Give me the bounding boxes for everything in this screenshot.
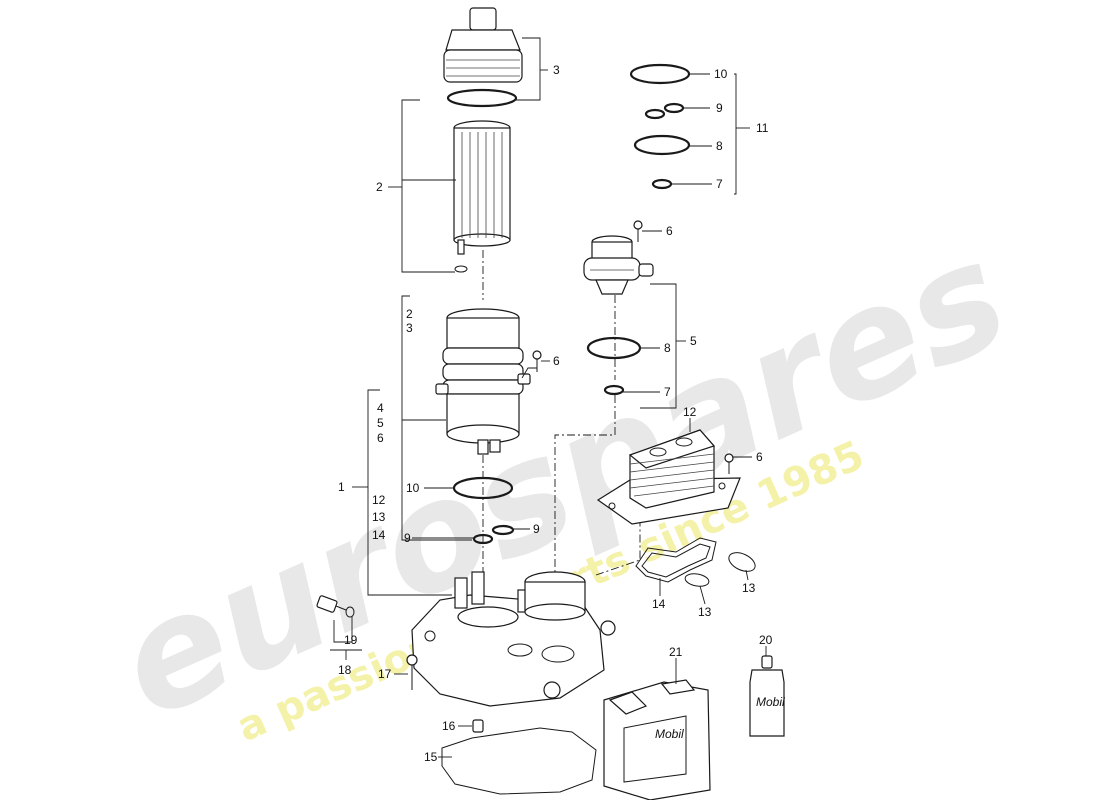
o-ring-9-top-a	[644, 108, 666, 120]
gasket-13-a	[684, 573, 710, 587]
bolt-separator	[633, 220, 643, 242]
gasket-14	[635, 537, 717, 583]
callout-3-top: 3	[553, 63, 560, 77]
callout-14-gasket: 14	[652, 597, 666, 611]
callout-labels: 3 2 10 9 11 8 7 6 5 8 7 2 3 6 4 5 6 12 6…	[338, 63, 773, 764]
callout-13-list: 13	[372, 510, 386, 524]
oil-cooler	[596, 429, 741, 525]
bolt-cooler	[724, 453, 734, 474]
callout-16: 16	[442, 719, 456, 733]
callout-4: 4	[377, 401, 384, 415]
oil-separator	[583, 235, 654, 295]
callout-13-a: 13	[698, 605, 712, 619]
callout-18: 18	[338, 663, 352, 677]
bottle-brand-label: Mobil	[756, 695, 785, 709]
o-ring-7-mid	[603, 384, 625, 396]
callout-9-right: 9	[533, 522, 540, 536]
oil-canister: Mobil	[603, 679, 711, 800]
callout-15: 15	[424, 750, 438, 764]
callout-1: 1	[338, 480, 345, 494]
filter-cap	[443, 7, 523, 83]
o-ring-8-top	[633, 134, 691, 156]
cap-o-ring	[446, 88, 518, 108]
oil-sender	[316, 595, 355, 618]
o-ring-9-right	[491, 524, 515, 536]
oil-bottle: Mobil	[749, 655, 785, 737]
canister-brand-label: Mobil	[655, 727, 684, 741]
filter-element	[453, 120, 511, 273]
callout-10-mid: 10	[406, 481, 420, 495]
gasket-14-inner	[641, 543, 711, 578]
callout-2-mid: 2	[406, 307, 413, 321]
callout-20: 20	[759, 633, 773, 647]
callout-14-list: 14	[372, 528, 386, 542]
callout-21: 21	[669, 645, 683, 659]
leader-lines	[330, 37, 767, 758]
callout-7-top: 7	[716, 177, 723, 191]
callout-9-left: 9	[404, 531, 411, 545]
callout-6-cooler: 6	[756, 450, 763, 464]
callout-5-right: 5	[690, 334, 697, 348]
o-ring-10-top	[629, 63, 691, 85]
bolt-17	[406, 654, 418, 690]
callout-17: 17	[378, 667, 392, 681]
callout-11: 11	[756, 121, 769, 135]
callout-7-mid: 7	[664, 385, 671, 399]
callout-10-top: 10	[714, 67, 728, 81]
bolt-housing	[532, 350, 542, 372]
callout-12-list: 12	[372, 493, 386, 507]
o-ring-7-top	[651, 178, 673, 190]
callout-13-b: 13	[742, 581, 756, 595]
callout-6-housing: 6	[553, 354, 560, 368]
centre-lines	[482, 250, 641, 600]
o-ring-9-left	[472, 533, 494, 545]
callout-9-top: 9	[716, 101, 723, 115]
callout-6-mid: 6	[377, 431, 384, 445]
callout-19: 19	[344, 633, 358, 647]
callout-8-top: 8	[716, 139, 723, 153]
filter-console	[411, 571, 616, 707]
gasket-15	[441, 727, 597, 795]
callout-5-mid: 5	[377, 416, 384, 430]
callout-2-top: 2	[376, 180, 383, 194]
callout-3-mid: 3	[406, 321, 413, 335]
o-ring-9-top-b	[663, 102, 685, 114]
callout-6-separator: 6	[666, 224, 673, 238]
o-ring-8-mid	[586, 336, 642, 360]
filter-housing	[435, 308, 531, 455]
callout-8-mid: 8	[664, 341, 671, 355]
callout-12-cooler: 12	[683, 405, 697, 419]
plug-16	[472, 719, 484, 733]
gasket-13-b	[728, 552, 756, 572]
